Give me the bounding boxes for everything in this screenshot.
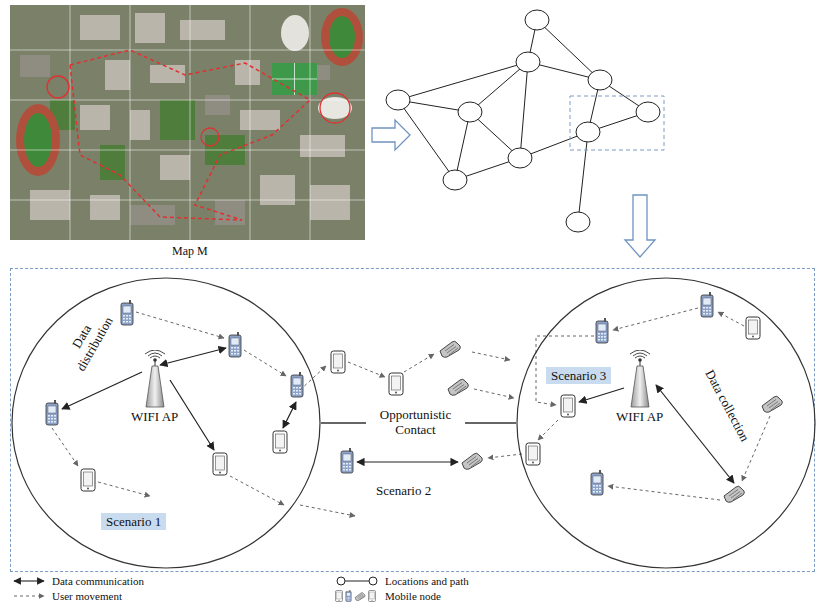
legend-text: Data communication [52,575,144,588]
scenario-region: Scenario 3 [516,277,816,569]
text-label: WIFI AP [131,409,178,424]
legend-text: Mobile node [385,590,441,603]
flow-arrow [625,195,655,257]
legend-text: Locations and path [385,575,469,588]
data-links [62,348,734,483]
text-label: Data collection [702,367,752,444]
text-label: Opportunistic Contact [366,407,465,437]
scenario-label: Scenario 3 [546,367,611,384]
wifi-ap-icon [630,350,650,407]
focus-box [570,96,664,150]
flow-arrow [372,120,410,150]
mobile-nodes [46,292,782,502]
location-graph [386,10,660,232]
scenario-label: Scenario 2 [376,483,431,498]
text-label: Map M [172,244,208,259]
text-label: WIFI AP [616,409,663,424]
ellipse-outline [516,277,816,569]
text-label: Data distribution [58,302,119,378]
movement-paths [52,308,770,516]
legend-text: User movement [52,590,122,603]
satellite-map [10,5,365,240]
scenario-label: Scenario 1 [101,513,166,530]
wifi-ap-icon [145,350,165,407]
